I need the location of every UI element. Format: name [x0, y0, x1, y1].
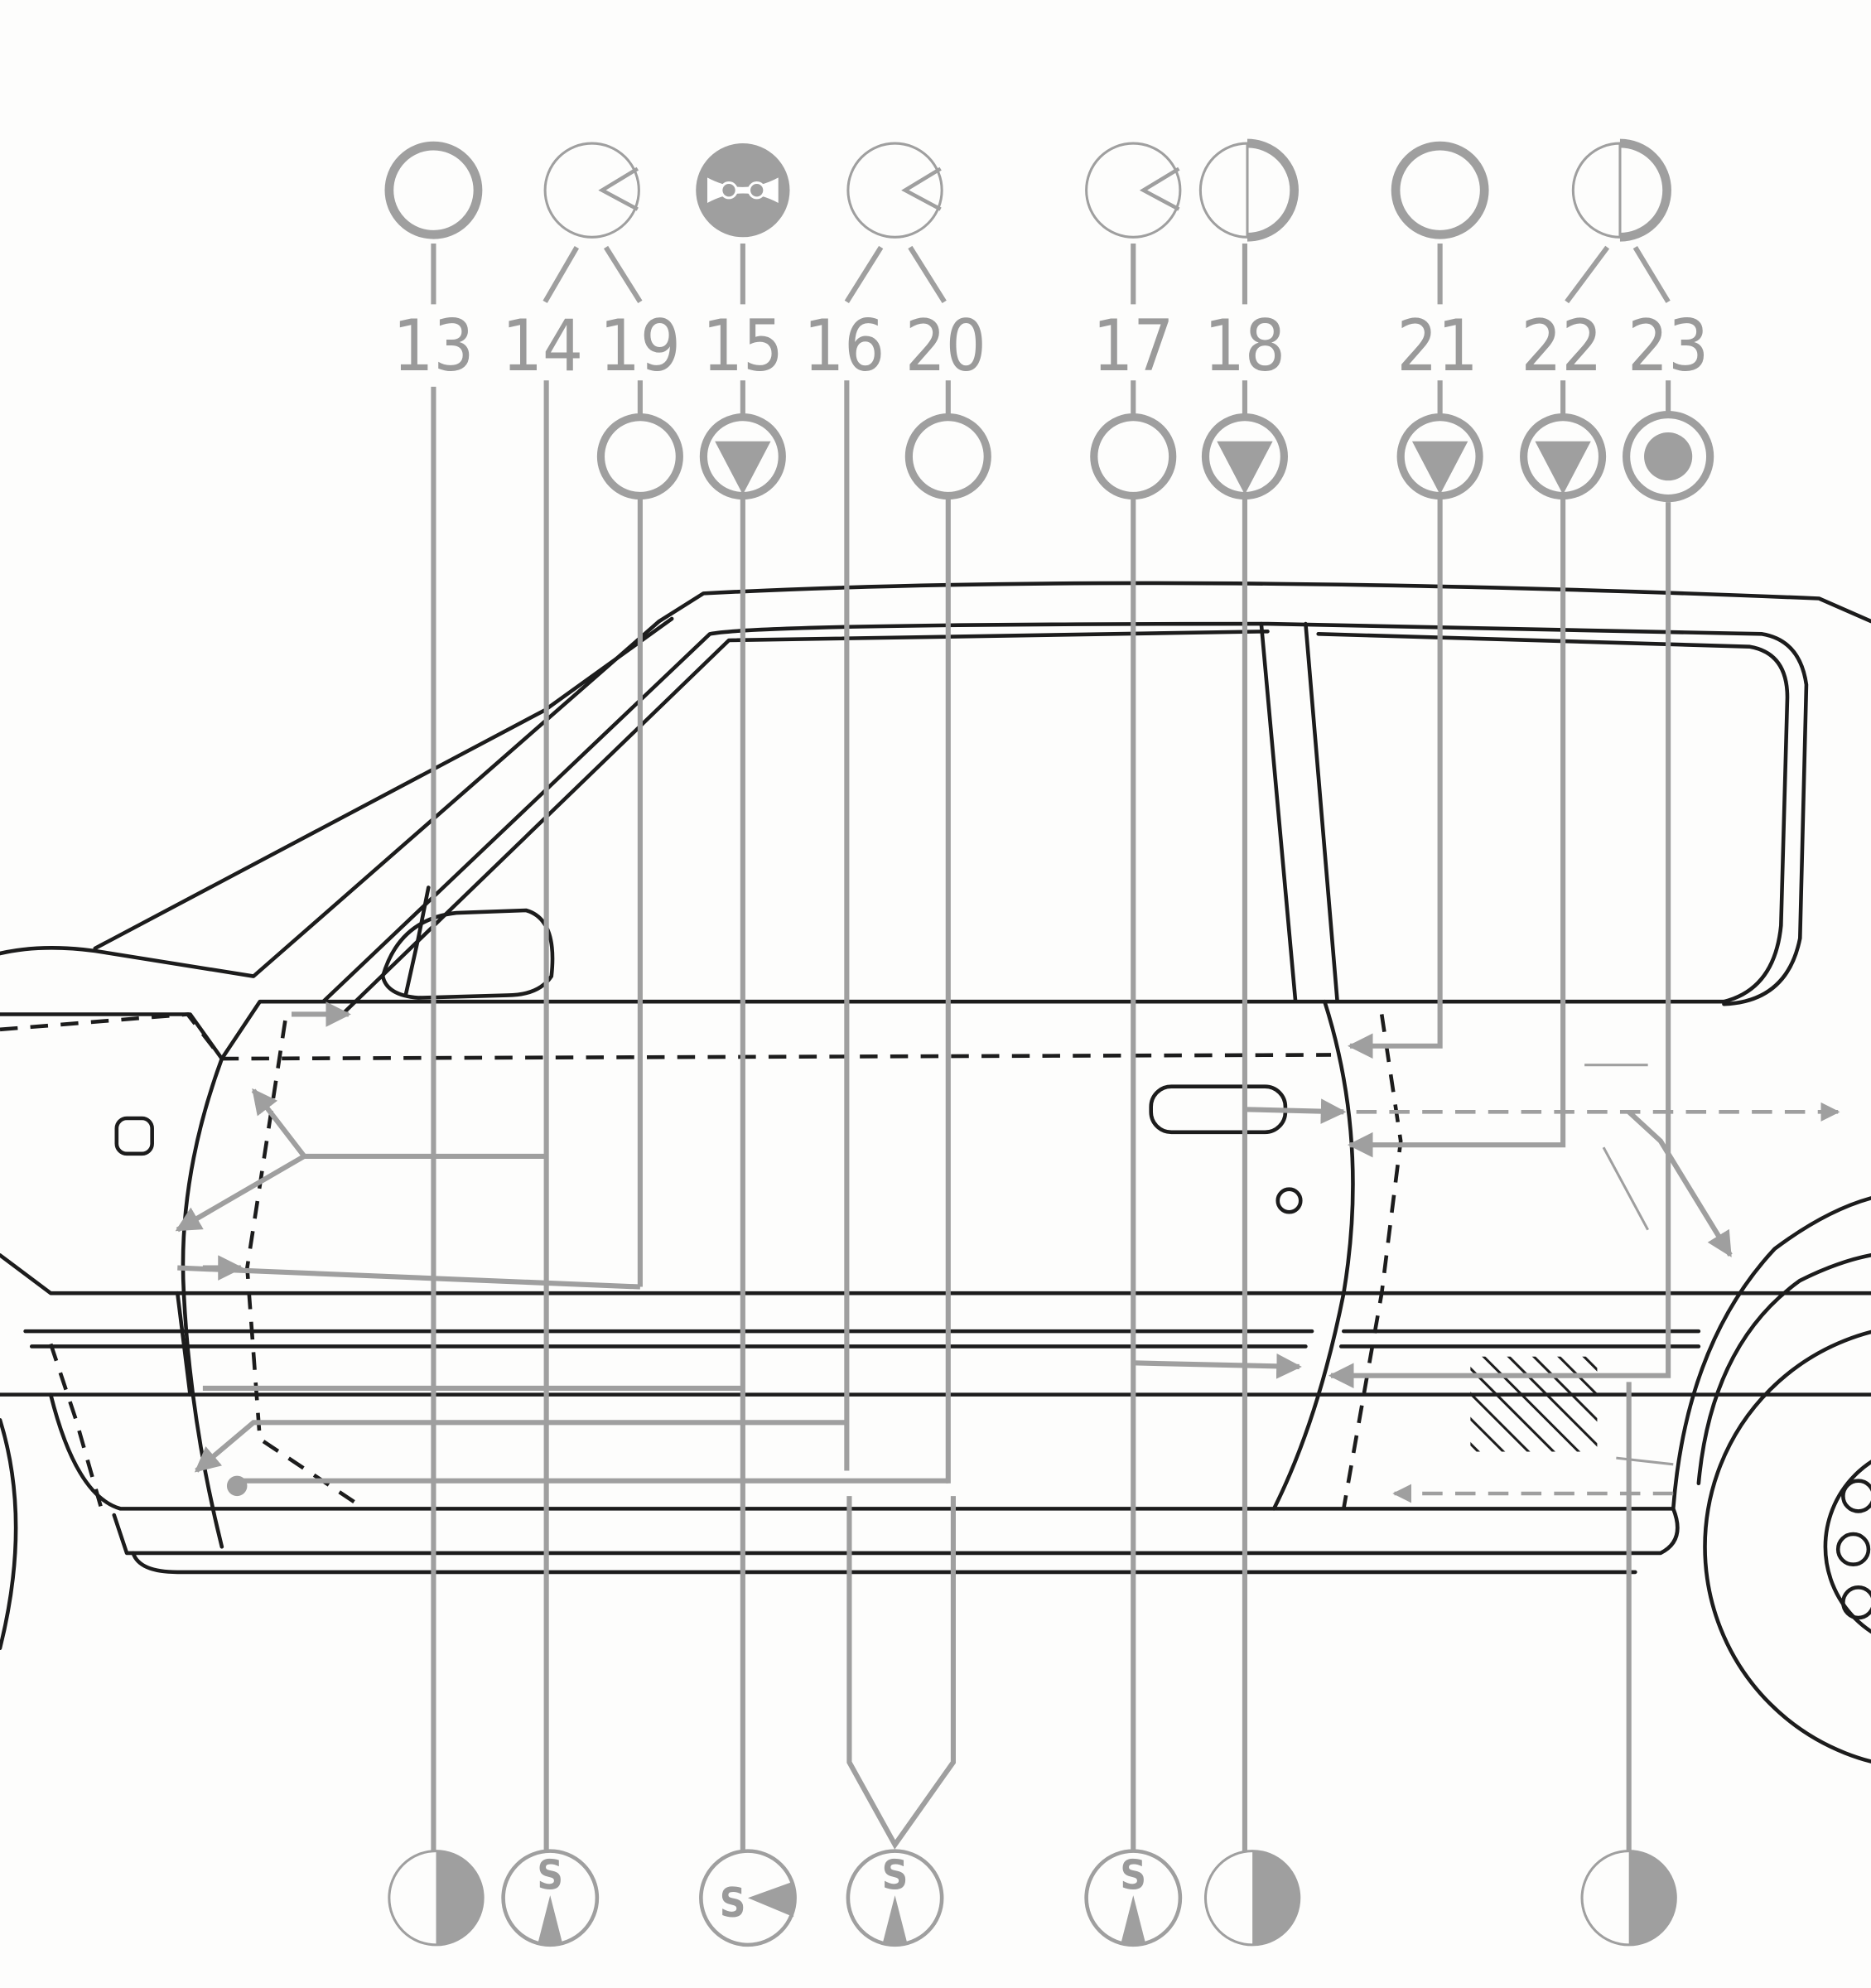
filled-circle-eyes-icon	[696, 143, 790, 238]
svg-text:S: S	[537, 1852, 563, 1899]
car-outline	[0, 581, 1871, 1764]
circle-triangle-icon	[846, 142, 943, 239]
svg-text:S: S	[720, 1879, 746, 1927]
callout-17: 17	[1092, 305, 1174, 388]
ring-icon	[1391, 141, 1489, 239]
svg-text:S: S	[882, 1852, 909, 1899]
down-triangle-icon	[1201, 413, 1288, 500]
target-icon	[1623, 410, 1714, 503]
svg-text:S: S	[1120, 1852, 1146, 1899]
middle-symbols	[596, 410, 1714, 503]
hatched-area	[1470, 1356, 1598, 1452]
circle-triangle-icon	[1085, 142, 1182, 239]
down-triangle-icon	[699, 413, 786, 500]
ring-icon	[904, 413, 991, 500]
half-circle-icon	[1198, 138, 1299, 242]
callout-15: 15	[702, 305, 784, 388]
ring-icon	[1090, 413, 1177, 500]
down-triangle-icon	[1520, 413, 1607, 500]
callout-16: 16	[803, 305, 885, 388]
callout-19: 19	[600, 305, 681, 388]
top-symbols	[384, 138, 1671, 242]
callout-13: 13	[393, 305, 474, 388]
callout-21: 21	[1397, 305, 1478, 388]
callout-23: 23	[1627, 305, 1709, 388]
down-triangle-icon	[1396, 413, 1483, 500]
s-up-arrow-icon: S	[1084, 1849, 1183, 1947]
half-circle-icon	[1571, 138, 1671, 242]
half-filled-circle-icon	[1580, 1850, 1677, 1947]
callout-20: 20	[905, 305, 986, 388]
bottom-symbols: S S S S	[388, 1849, 1677, 1947]
s-up-arrow-icon: S	[846, 1849, 944, 1947]
half-filled-circle-icon	[388, 1850, 485, 1947]
s-up-arrow-icon: S	[501, 1849, 600, 1947]
ring-icon	[596, 413, 683, 500]
callout-numbers: 13 14 19 15 16 20 17 18 21 22 23	[393, 305, 1709, 388]
callout-22: 22	[1521, 305, 1603, 388]
callout-14: 14	[502, 305, 583, 388]
half-filled-circle-icon	[1203, 1850, 1301, 1947]
ring-icon	[384, 141, 483, 239]
s-left-arrow-icon: S	[699, 1849, 797, 1947]
callout-18: 18	[1204, 305, 1285, 388]
circle-triangle-icon	[543, 142, 640, 239]
leader-lines	[175, 243, 1840, 1851]
